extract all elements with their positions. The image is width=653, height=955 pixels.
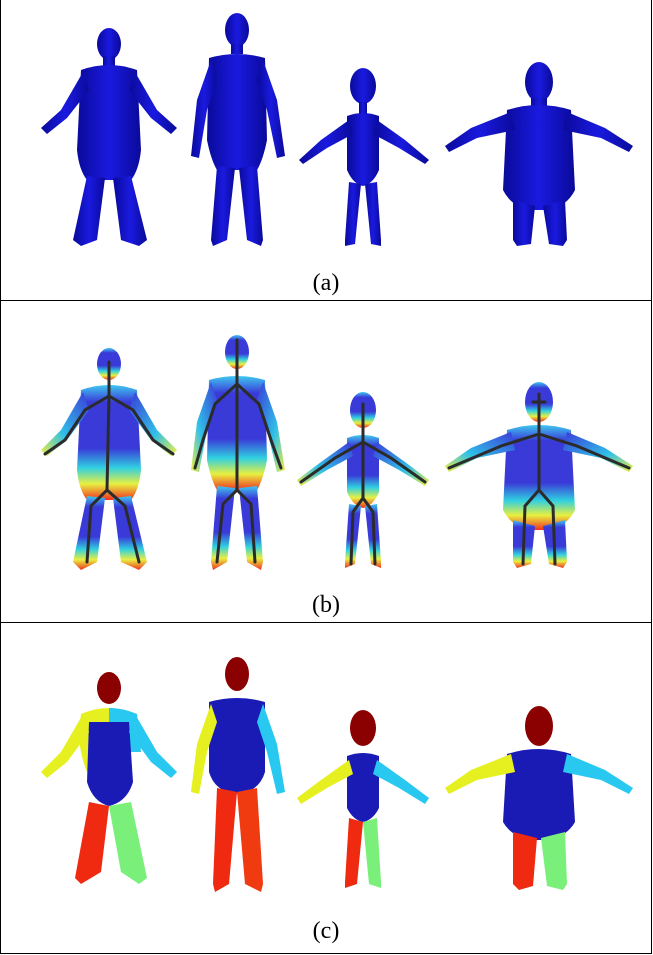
mesh-figure-female [41,28,177,246]
mesh-figure-male [191,13,285,246]
skeleton-female [45,362,173,562]
mesh-figure-alien [299,68,429,246]
mesh-figure-broad [445,62,633,246]
segmented-figure-alien [297,710,429,888]
segmented-figure-male [191,657,285,892]
panel-b: (b) [1,300,651,620]
panel-b-figures [1,300,651,620]
caption-c: (c) [1,918,651,945]
heat-figure-alien [297,392,429,568]
heat-figure-male [191,335,285,570]
panel-a-figures [1,0,651,300]
panel-a: (a) [1,0,651,300]
heat-figure-broad [445,382,633,568]
panel-c-figures [1,622,651,952]
segmented-figure-female [41,672,177,884]
caption-a: (a) [1,270,651,297]
panel-c: (c) [1,622,651,952]
caption-b: (b) [1,592,651,619]
skeleton-broad [449,394,629,564]
heat-figure-female [41,348,177,570]
segmented-figure-broad [445,706,633,890]
skeleton-alien [301,404,425,564]
